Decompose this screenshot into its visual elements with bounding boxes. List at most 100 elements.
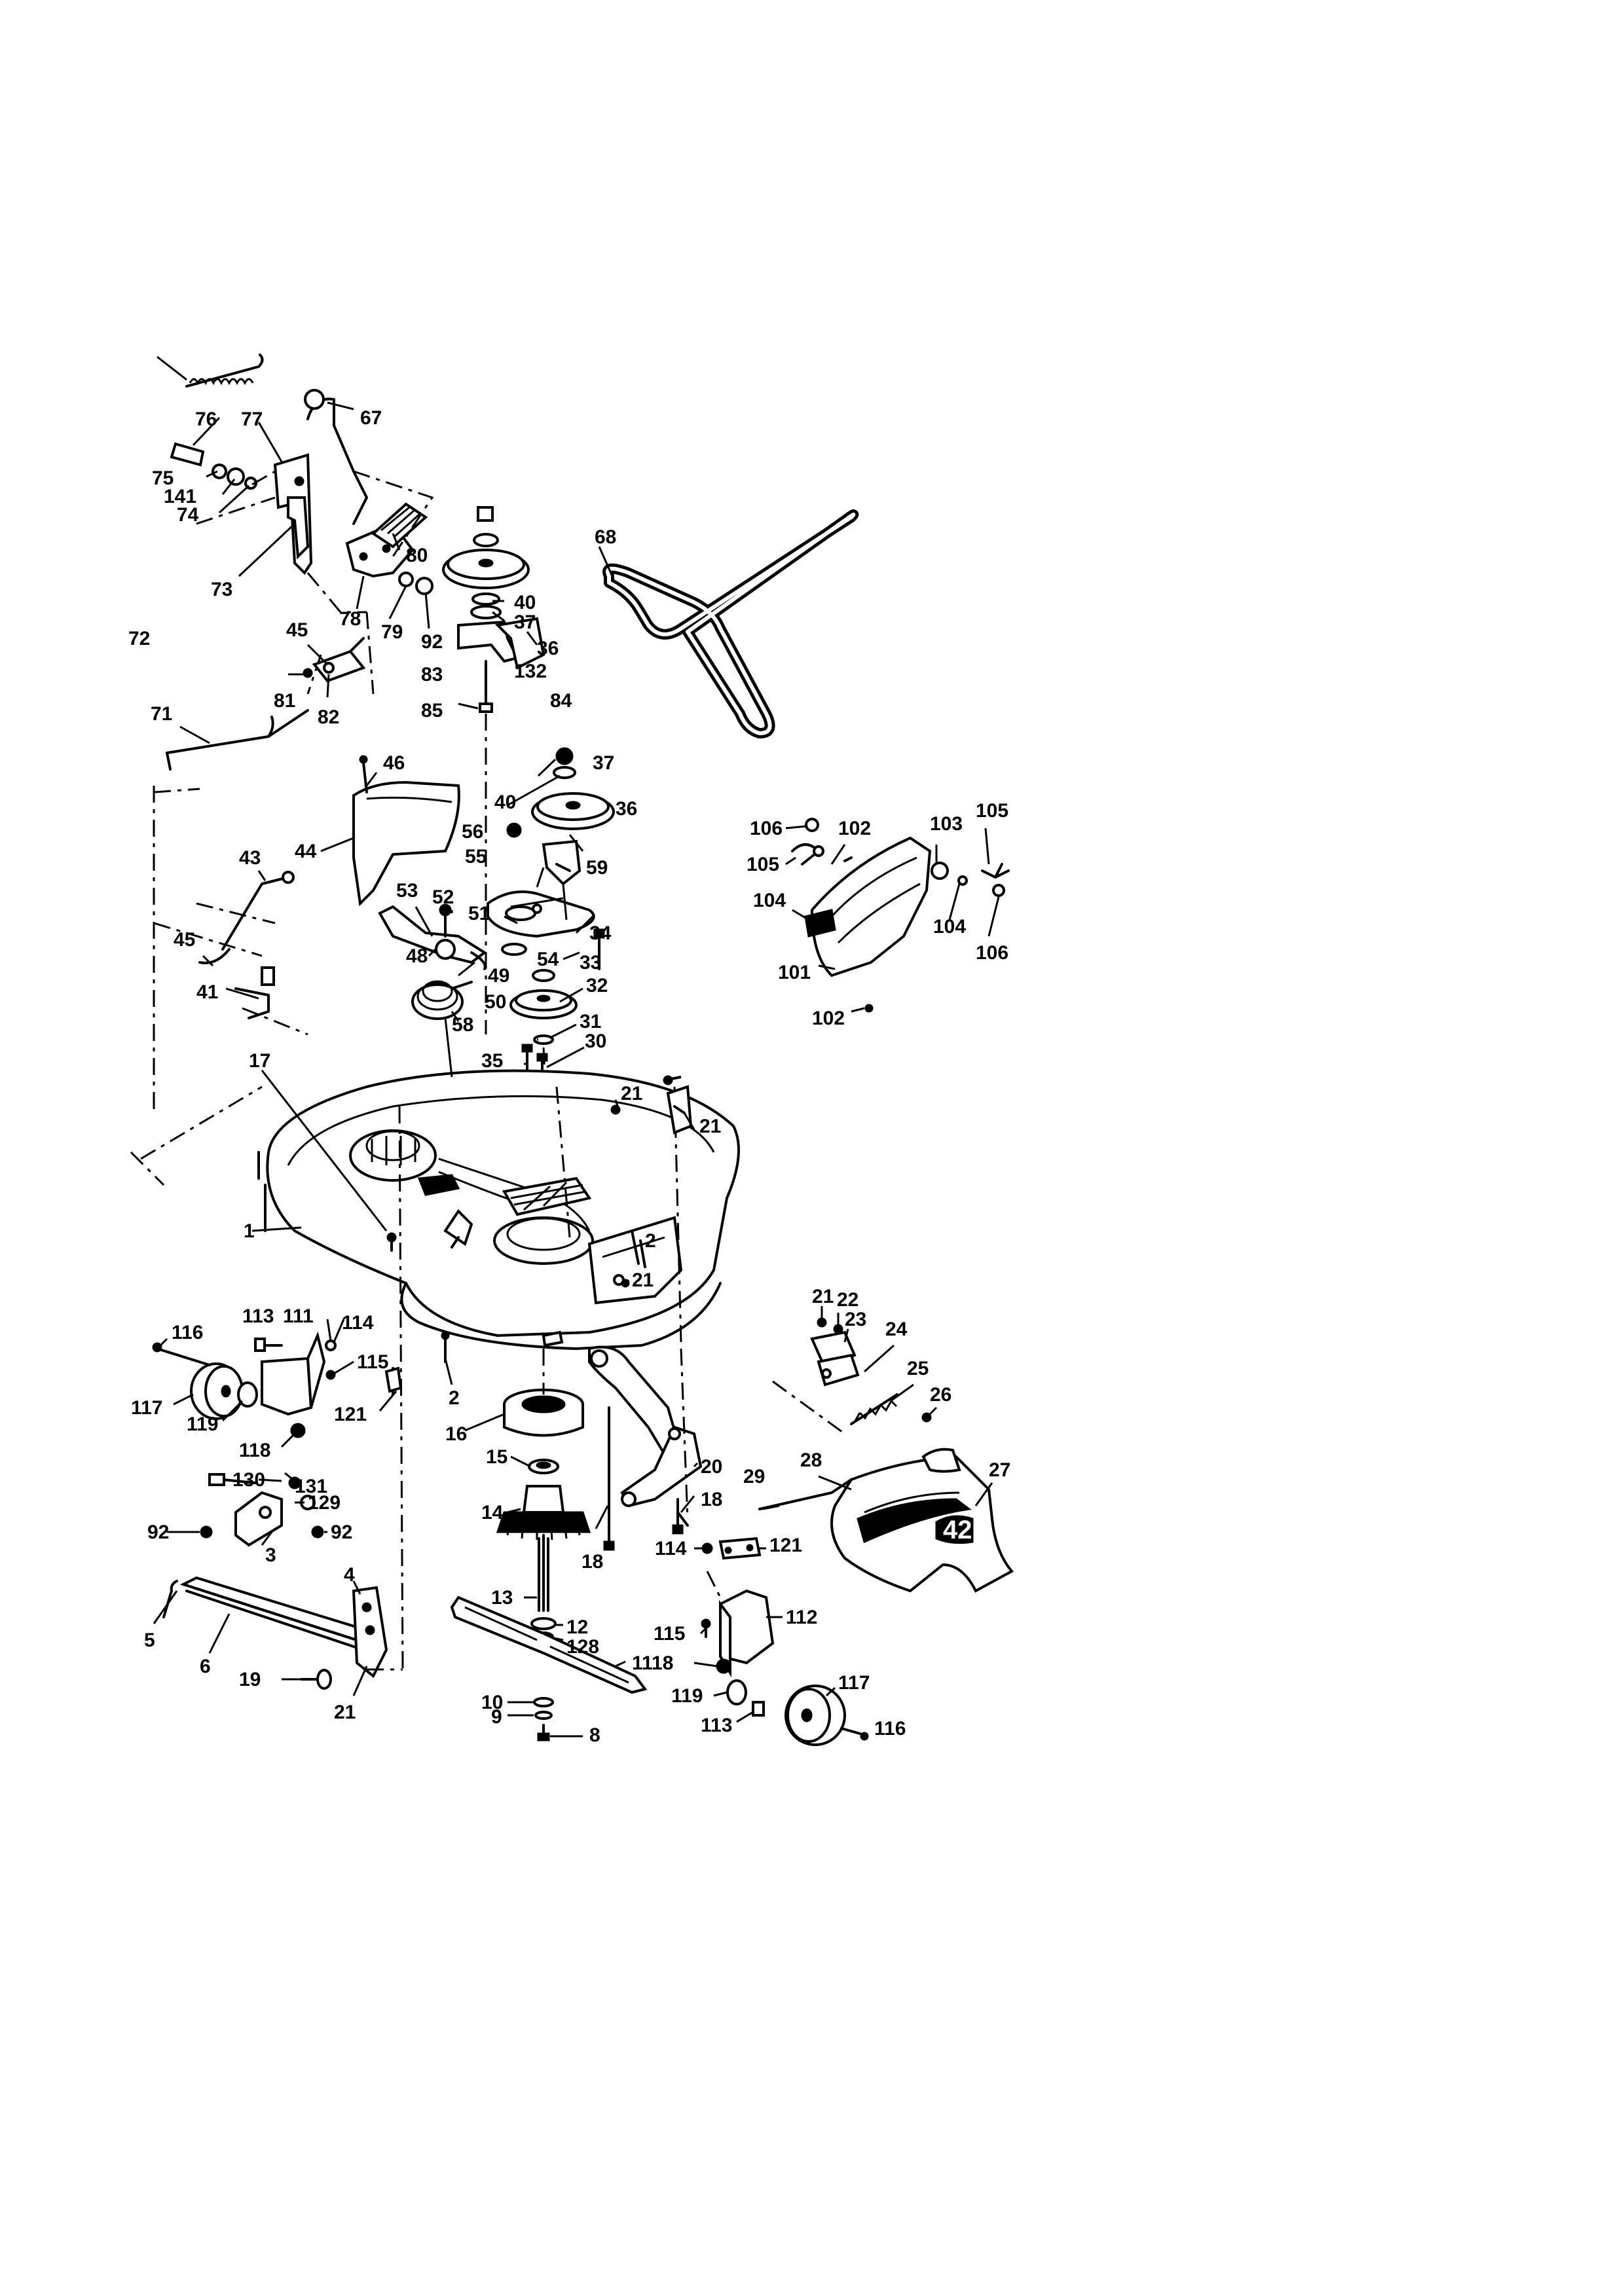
callout-73: 73 [211,579,232,600]
callout-49: 49 [488,965,509,987]
callout-28: 28 [800,1449,822,1471]
callout-114-right: 114 [655,1538,687,1559]
callout-41: 41 [196,981,218,1003]
callout-84: 84 [550,690,572,712]
deflector-bracket-assembly [791,818,1010,1013]
callout-12: 12 [566,1616,588,1638]
discharge-chute-hinge [772,1317,932,1435]
callout-31: 31 [580,1011,601,1032]
callout-129: 129 [308,1492,341,1514]
callout-77: 77 [241,409,263,430]
callout-35: 35 [481,1050,503,1072]
callout-92-left: 92 [147,1522,169,1543]
callout-14: 14 [481,1502,504,1523]
callout-92: 92 [421,631,443,653]
callout-21-d: 21 [812,1286,834,1307]
callout-116-right: 116 [874,1718,906,1740]
chute-decal-text: 42 [943,1516,972,1544]
callout-130: 130 [232,1469,265,1491]
callout-102-lower: 102 [812,1008,845,1029]
callout-9: 9 [491,1706,502,1728]
callout-40: 40 [514,592,536,613]
front-left-gauge-wheel [152,1331,403,1438]
deck-hanger-bracket-right [610,1075,693,1135]
callout-128: 128 [566,1636,599,1658]
blade-spindle-assembly [450,1349,648,1741]
lift-spring [185,354,264,388]
callout-116: 116 [172,1322,203,1343]
callout-52: 52 [432,886,454,908]
callout-16: 16 [445,1423,467,1445]
callout-21-c: 21 [632,1269,654,1291]
callout-29: 29 [743,1466,765,1487]
callout-50: 50 [485,991,506,1013]
callout-141: 141 [164,486,196,507]
mower-deck-housing [130,1069,740,1350]
callout-85: 85 [421,700,443,721]
callout-8: 8 [589,1724,600,1746]
lift-link-bracket [303,637,366,683]
callout-23: 23 [845,1309,866,1330]
callout-44: 44 [295,841,317,862]
rear-lift-link [162,1106,404,1690]
callout-114: 114 [342,1312,374,1334]
callout-46: 46 [383,752,405,774]
callout-104-left: 104 [753,890,786,911]
callout-15: 15 [486,1446,507,1468]
callout-119: 119 [187,1413,218,1435]
callout-121-right: 121 [769,1535,802,1556]
callout-3: 3 [265,1544,276,1566]
callout-79: 79 [381,621,403,643]
callout-17: 17 [249,1050,270,1072]
callout-45-lower: 45 [174,929,195,951]
callout-78: 78 [339,608,361,630]
callout-106: 106 [750,818,783,839]
callout-119-right: 119 [671,1685,703,1707]
callout-112: 112 [786,1607,817,1628]
belt-guard [352,755,460,907]
callout-2-upper: 2 [645,1230,656,1252]
callout-92-right: 92 [331,1522,352,1543]
drive-belt [602,509,859,738]
callout-105-left: 105 [747,854,779,875]
callout-labels: 76 77 67 75 141 74 73 80 78 79 92 68 40 … [128,407,1010,1746]
callout-121: 121 [334,1404,367,1425]
callout-103: 103 [930,813,963,835]
callout-104-right: 104 [933,916,966,938]
callout-45: 45 [286,619,308,641]
callout-68: 68 [595,526,616,548]
callout-6: 6 [200,1656,211,1677]
callout-54: 54 [537,949,559,970]
leader-lines [153,355,1000,1738]
callout-117-right: 117 [838,1672,870,1694]
callout-117: 117 [131,1397,162,1419]
callout-18-left: 18 [581,1551,603,1573]
front-lift-links [153,786,308,1113]
callout-113-right: 113 [701,1715,732,1736]
callout-36-mid: 36 [616,798,637,820]
callout-106-right: 106 [976,942,1008,964]
callout-1: 1 [244,1220,255,1242]
callout-19: 19 [239,1669,261,1690]
callout-2-lower: 2 [449,1387,460,1409]
callout-33: 33 [580,952,601,974]
callout-37: 37 [514,611,536,633]
callout-81: 81 [274,690,295,712]
callout-67: 67 [360,407,382,429]
callout-20: 20 [701,1456,722,1478]
callout-118-right: 118 [642,1652,673,1674]
callout-11: 11 [632,1652,653,1674]
callout-76: 76 [195,409,217,430]
callout-21-e: 21 [334,1702,356,1723]
callout-18-right: 18 [701,1489,722,1510]
callout-26: 26 [930,1384,951,1406]
callout-55: 55 [465,846,487,867]
callout-30: 30 [585,1030,606,1052]
callout-118: 118 [239,1440,270,1461]
discharge-chute: 42 [758,1448,1014,1593]
callout-10: 10 [481,1692,503,1713]
idler-arm-assembly [588,1345,703,1551]
callout-115-right: 115 [654,1623,685,1645]
front-pivot-bracket [200,1473,324,1547]
